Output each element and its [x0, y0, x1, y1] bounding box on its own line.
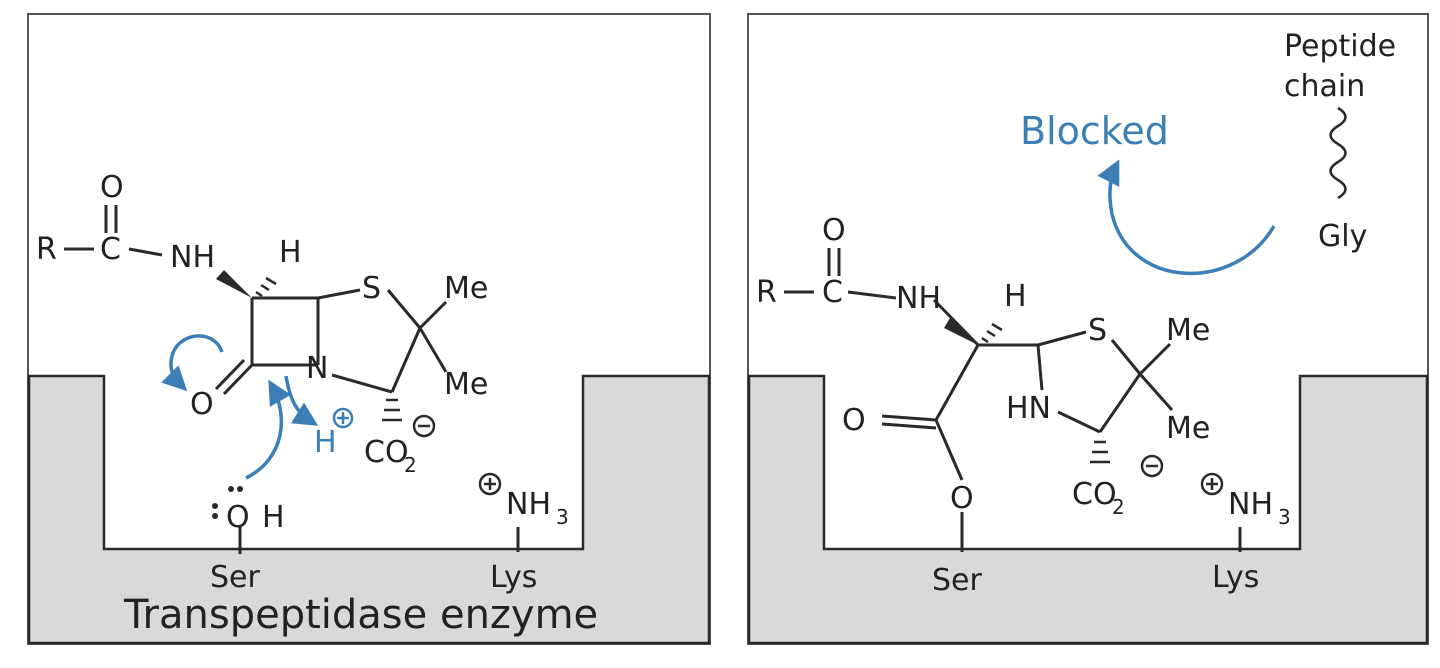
left-oh-h-label: H — [262, 500, 285, 535]
right-hn-label: HN — [1006, 391, 1051, 426]
left-atom-labels: R C O NH H S Me Me N O H CO 2 O H NH 3 S… — [36, 170, 598, 638]
right-lys-label: Lys — [1212, 560, 1259, 595]
gly-label: Gly — [1318, 219, 1367, 254]
arrow-n-protonation — [284, 375, 319, 426]
left-c-label: C — [100, 232, 121, 267]
left-o-lactam-label: O — [190, 387, 214, 422]
left-mechanism-arrows — [161, 334, 319, 480]
left-o-top-label: O — [100, 170, 124, 205]
left-wedge-bond — [216, 270, 252, 298]
right-c-label: C — [822, 275, 843, 310]
left-oh-o-label: O — [226, 500, 250, 535]
left-me1-label: Me — [444, 271, 488, 306]
left-ser-label: Ser — [210, 560, 261, 595]
right-me1-label: Me — [1166, 313, 1210, 348]
right-co2-sub: 2 — [1112, 495, 1125, 519]
right-co2-minus-charge — [1140, 454, 1164, 478]
left-nh3-plus-charge — [478, 472, 502, 496]
left-nh3-label: NH — [506, 487, 551, 522]
right-o-top-label: O — [822, 213, 846, 248]
left-hash-co2 — [382, 398, 402, 422]
left-r-label: R — [36, 232, 57, 267]
left-charge-symbols — [212, 407, 502, 519]
right-hash-co2 — [1090, 440, 1110, 464]
right-atom-labels: R C O NH H S Me Me HN O O CO 2 NH 3 Ser … — [756, 29, 1396, 598]
right-ser-label: Ser — [932, 563, 983, 598]
right-o-ester-label: O — [950, 481, 974, 516]
left-nh-label: NH — [170, 240, 215, 275]
right-co2-label: CO — [1072, 477, 1117, 512]
left-hash-bond — [255, 276, 277, 298]
right-s-label: S — [1088, 313, 1107, 348]
right-charge-symbols — [1140, 454, 1224, 496]
blocked-arrow — [1097, 159, 1276, 276]
right-bonds — [784, 248, 1242, 552]
right-nh-label: NH — [896, 281, 941, 316]
left-co2-sub: 2 — [404, 453, 417, 477]
left-co2-label: CO — [364, 435, 409, 470]
right-nh3-sub: 3 — [1278, 505, 1291, 529]
left-h-plus-label: H — [314, 425, 337, 460]
left-lone-pairs — [212, 486, 243, 519]
left-bonds — [64, 205, 520, 554]
right-h-top-label: H — [1004, 279, 1027, 314]
right-me2-label: Me — [1166, 411, 1210, 446]
left-s-label: S — [362, 271, 381, 306]
left-co2-minus-charge — [412, 414, 436, 438]
left-h-plus-charge — [332, 407, 354, 429]
right-wedge-bond — [944, 318, 978, 345]
right-hash-bond — [981, 322, 1003, 344]
left-panel: R C O NH H S Me Me N O H CO 2 O H NH 3 S… — [27, 13, 711, 645]
blocked-label: Blocked — [1020, 109, 1169, 153]
right-o-ester-dbl-label: O — [842, 403, 866, 438]
left-me2-label: Me — [444, 367, 488, 402]
left-h-top-label: H — [279, 235, 302, 270]
right-nh3-plus-charge — [1200, 472, 1224, 496]
right-nh3-label: NH — [1228, 487, 1273, 522]
peptide-label-line1: Peptide — [1284, 29, 1396, 64]
arrow-carbonyl-flip — [161, 334, 224, 392]
peptide-chain-wavy — [1329, 106, 1347, 200]
left-lys-label: Lys — [490, 560, 537, 595]
left-nh3-sub: 3 — [556, 505, 569, 529]
peptide-label-line2: chain — [1284, 69, 1365, 104]
right-panel: R C O NH H S Me Me HN O O CO 2 NH 3 Ser … — [747, 13, 1429, 645]
arrow-ser-attack — [245, 379, 292, 480]
enzyme-label: Transpeptidase enzyme — [123, 592, 598, 638]
right-enzyme-pocket — [747, 374, 1429, 645]
right-r-label: R — [756, 275, 777, 310]
left-enzyme-pocket — [27, 374, 711, 645]
left-n-label: N — [306, 351, 328, 386]
